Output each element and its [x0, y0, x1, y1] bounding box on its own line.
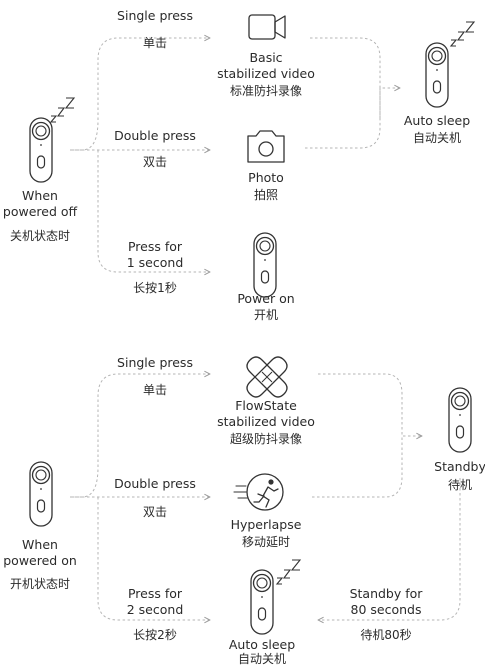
camera-device-icon-auto-sleep-2 — [250, 569, 274, 635]
s2-start-title-2: powered on — [3, 553, 77, 568]
s1-start-title-1: When — [22, 188, 58, 203]
s2-hold-label-zh: 长按2秒 — [133, 628, 177, 642]
flowstate-icon — [246, 356, 288, 398]
s1-basic-video-title-zh: 标准防抖录像 — [229, 84, 303, 98]
s2-single-press-label: Single press — [117, 355, 193, 370]
s2-standby-timeout-label-1: Standby for — [349, 586, 423, 601]
s2-flowstate-to-standby-line — [318, 373, 403, 436]
s1-hold-line — [97, 150, 210, 272]
sleep-zzz-icon-3 — [49, 97, 76, 123]
video-camera-icon — [248, 14, 286, 40]
s1-basic-video-title-1: Basic — [249, 50, 283, 65]
s2-standby-title: Standby — [434, 459, 485, 474]
s1-video-to-sleep-line — [310, 37, 381, 118]
s2-single-press-line — [70, 374, 210, 498]
camera-device-icon-auto-sleep-1 — [425, 42, 449, 108]
s1-power-on-title-zh: 开机 — [253, 308, 279, 322]
camera-device-icon-standby — [448, 387, 472, 453]
s2-hyperlapse-title-zh: 移动延时 — [241, 535, 291, 549]
s1-hold-label-2: 1 second — [126, 255, 184, 270]
s2-flowstate-title-zh: 超级防抖录像 — [229, 432, 303, 446]
s2-auto-sleep-title: Auto sleep — [228, 637, 296, 652]
s2-auto-sleep-title-zh: 自动关机 — [237, 652, 287, 666]
s2-hold-line — [97, 497, 210, 620]
sleep-zzz-icon-1 — [449, 21, 476, 47]
s1-start-title-2: powered off — [2, 204, 78, 219]
camera-device-icon-power-on — [253, 232, 277, 298]
s2-single-press-label-zh: 单击 — [142, 383, 168, 397]
running-person-icon — [233, 473, 284, 511]
s2-hold-label-1: Press for — [127, 586, 183, 601]
camera-device-icon-powered-on — [29, 461, 53, 527]
s1-photo-title-zh: 拍照 — [253, 188, 279, 202]
s1-power-on-title: Power on — [237, 291, 295, 306]
s1-basic-video-title-2: stabilized video — [217, 66, 315, 81]
s1-hold-label-zh: 长按1秒 — [133, 281, 177, 295]
s1-single-press-label: Single press — [117, 8, 193, 23]
section2-connectors — [70, 373, 461, 620]
s1-photo-to-sleep-line — [305, 88, 400, 149]
sleep-zzz-icon-2 — [275, 559, 302, 585]
s2-standby-title-zh: 待机 — [447, 478, 473, 492]
s2-standby-timeout-label-zh: 待机80秒 — [360, 628, 412, 642]
s2-standby-timeout-label-2: 80 seconds — [350, 602, 422, 617]
photo-camera-icon — [247, 130, 285, 163]
s2-flowstate-title-1: FlowState — [235, 398, 297, 413]
s1-single-press-label-zh: 单击 — [142, 36, 168, 50]
camera-device-icon-powered-off — [29, 117, 53, 183]
s1-double-press-label: Double press — [114, 128, 196, 143]
s1-hold-label-1: Press for — [127, 239, 183, 254]
s2-start-title-zh: 开机状态时 — [9, 577, 71, 591]
s2-hyperlapse-to-standby-line — [312, 436, 422, 498]
s2-standby-timeout-line — [318, 478, 461, 620]
s1-double-press-label-zh: 双击 — [142, 155, 168, 169]
s2-start-title-1: When — [22, 537, 58, 552]
s1-single-press-line — [70, 38, 210, 151]
s1-start-title-zh: 关机状态时 — [9, 229, 71, 243]
s2-flowstate-title-2: stabilized video — [217, 414, 315, 429]
s2-double-press-label: Double press — [114, 476, 196, 491]
s1-auto-sleep-title-zh: 自动关机 — [412, 131, 462, 145]
s1-photo-title: Photo — [248, 170, 284, 185]
s2-hold-label-2: 2 second — [126, 602, 184, 617]
s2-hyperlapse-title: Hyperlapse — [230, 517, 302, 532]
section1-connectors — [70, 38, 400, 272]
s1-auto-sleep-title: Auto sleep — [403, 113, 471, 128]
s2-double-press-label-zh: 双击 — [142, 505, 168, 519]
